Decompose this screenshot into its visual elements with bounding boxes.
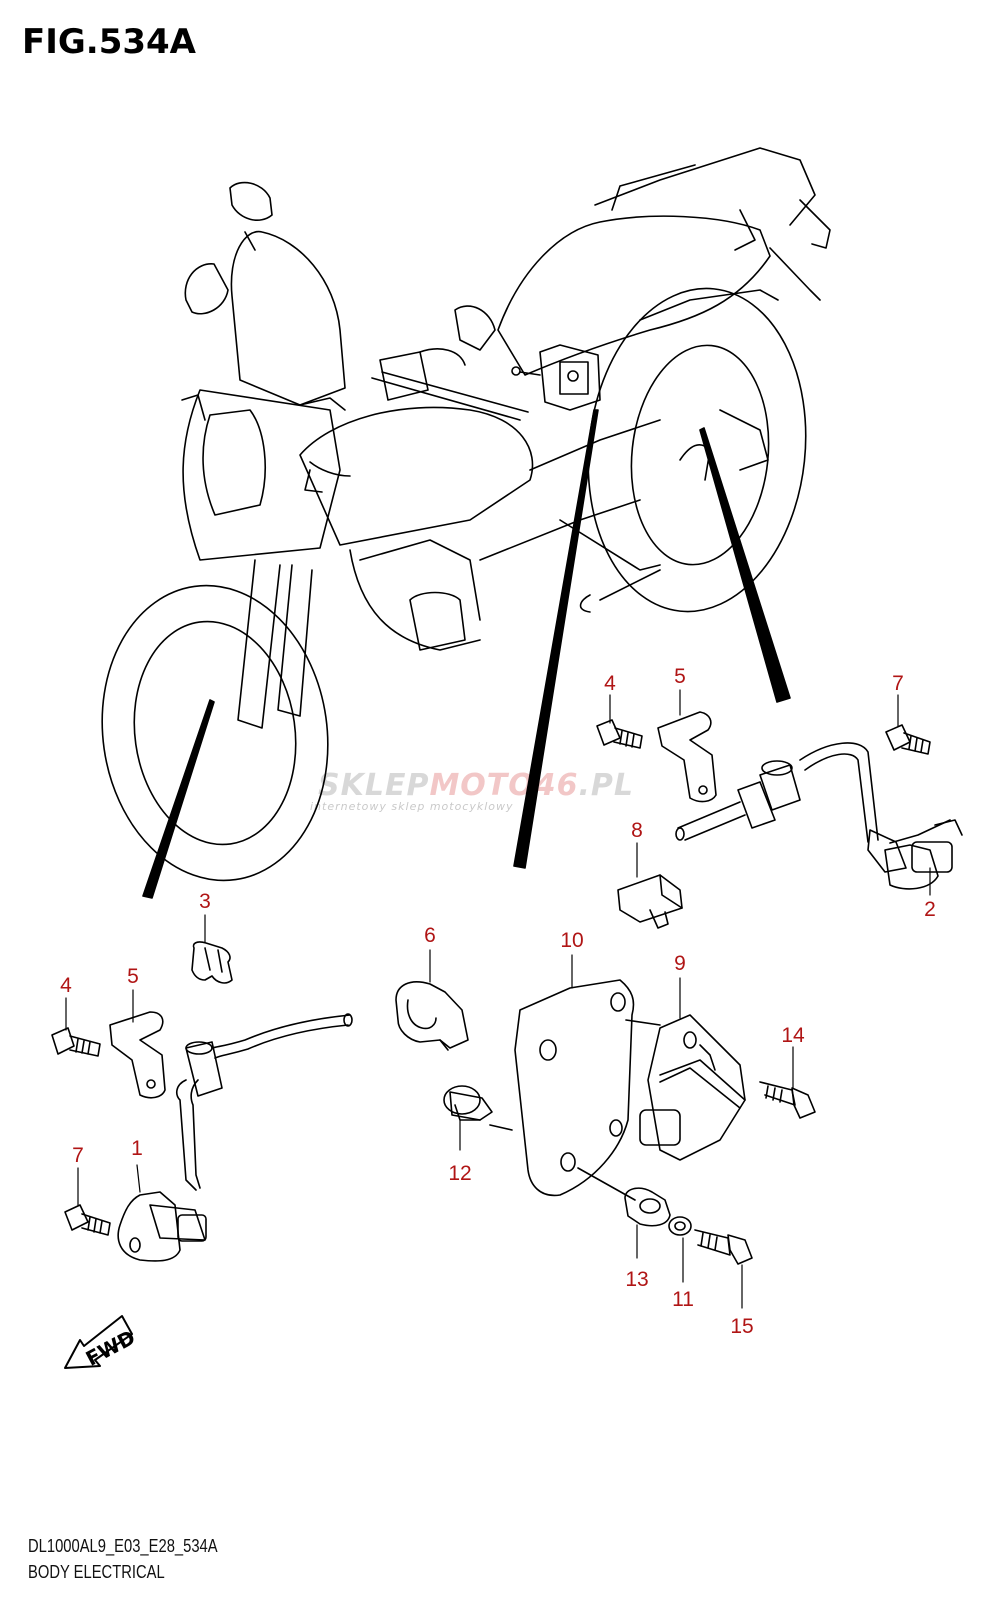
watermark-logo: SKLEPMOTO46.PL bbox=[318, 768, 635, 803]
pointer-wedges bbox=[142, 409, 791, 899]
callout-3: 3 bbox=[199, 890, 211, 913]
callout-1: 1 bbox=[131, 1137, 143, 1160]
callout-13: 13 bbox=[625, 1268, 648, 1291]
part-3-clamp bbox=[191, 941, 233, 984]
callout-8: 8 bbox=[631, 819, 643, 842]
lock-module-on-bike bbox=[511, 344, 601, 411]
callout-4-left: 4 bbox=[60, 974, 72, 997]
part-7-bolt-left bbox=[64, 1204, 111, 1236]
part-14-bolt bbox=[759, 1081, 816, 1119]
fwd-arrow: FWD bbox=[64, 1315, 139, 1371]
model-code: DL1000AL9_E03_E28_534A bbox=[28, 1536, 218, 1556]
part-2-speed-sensor bbox=[675, 742, 963, 890]
part-15-bolt bbox=[694, 1229, 753, 1265]
part-12-collar bbox=[443, 1085, 493, 1121]
callout-7-left: 7 bbox=[72, 1144, 84, 1167]
watermark-tagline: internetowy sklep motocyklowy bbox=[310, 800, 514, 813]
part-13-bushing bbox=[624, 1187, 671, 1227]
callout-10: 10 bbox=[560, 929, 583, 952]
callout-5-right: 5 bbox=[674, 665, 686, 688]
callout-9: 9 bbox=[674, 952, 686, 975]
callout-11: 11 bbox=[672, 1288, 694, 1311]
motorcycle-outline bbox=[101, 147, 831, 882]
part-10-bracket-plate bbox=[489, 979, 661, 1201]
section-name: BODY ELECTRICAL bbox=[28, 1562, 165, 1582]
part-7-bolt-right bbox=[885, 724, 931, 755]
part-9-sensor-module bbox=[639, 1014, 746, 1161]
callout-6: 6 bbox=[424, 924, 436, 947]
callout-12: 12 bbox=[448, 1162, 471, 1185]
callout-leaders bbox=[65, 689, 931, 1309]
part-4-bolt-right bbox=[596, 719, 643, 749]
callout-2: 2 bbox=[924, 898, 936, 921]
callout-4-right: 4 bbox=[604, 672, 616, 695]
part-5-bracket-left bbox=[109, 1011, 166, 1099]
part-5-bracket-right bbox=[657, 711, 717, 803]
part-6-clip bbox=[395, 981, 469, 1051]
callout-7-right: 7 bbox=[892, 672, 904, 695]
callout-14: 14 bbox=[781, 1024, 805, 1047]
callout-15: 15 bbox=[730, 1315, 753, 1338]
part-11-washer bbox=[668, 1216, 692, 1236]
figure-title: FIG.534A bbox=[22, 22, 196, 62]
part-4-bolt-left bbox=[51, 1027, 101, 1057]
callout-5-left: 5 bbox=[127, 965, 139, 988]
part-1-speed-sensor bbox=[117, 1013, 353, 1262]
part-8-connector bbox=[617, 874, 683, 929]
